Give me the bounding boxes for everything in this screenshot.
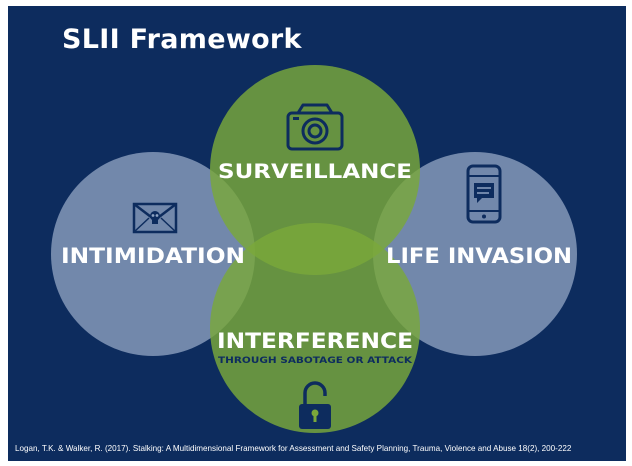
interference-sublabel: THROUGH SABOTAGE OR ATTACK — [218, 356, 413, 366]
smartphone-message-icon — [466, 164, 502, 224]
venn-diagram: SURVEILLANCE INTIMIDATION LIFE INVASION … — [51, 65, 577, 433]
camera-icon — [286, 103, 344, 151]
surveillance-label: SURVEILLANCE — [218, 160, 412, 183]
slide-title: SLII Framework — [62, 24, 302, 55]
interference-circle — [210, 223, 420, 433]
life-invasion-label: LIFE INVASION — [386, 244, 572, 268]
envelope-skull-icon — [132, 202, 178, 234]
intimidation-circle — [51, 152, 255, 356]
slide: SLII Framework — [8, 6, 626, 461]
interference-label: INTERFERENCE — [217, 329, 413, 353]
life-invasion-circle — [373, 152, 577, 356]
surveillance-circle — [210, 65, 420, 275]
intimidation-label: INTIMIDATION — [61, 244, 245, 268]
citation: Logan, T.K. & Walker, R. (2017). Stalkin… — [15, 444, 572, 453]
unlocked-padlock-icon — [299, 381, 331, 429]
